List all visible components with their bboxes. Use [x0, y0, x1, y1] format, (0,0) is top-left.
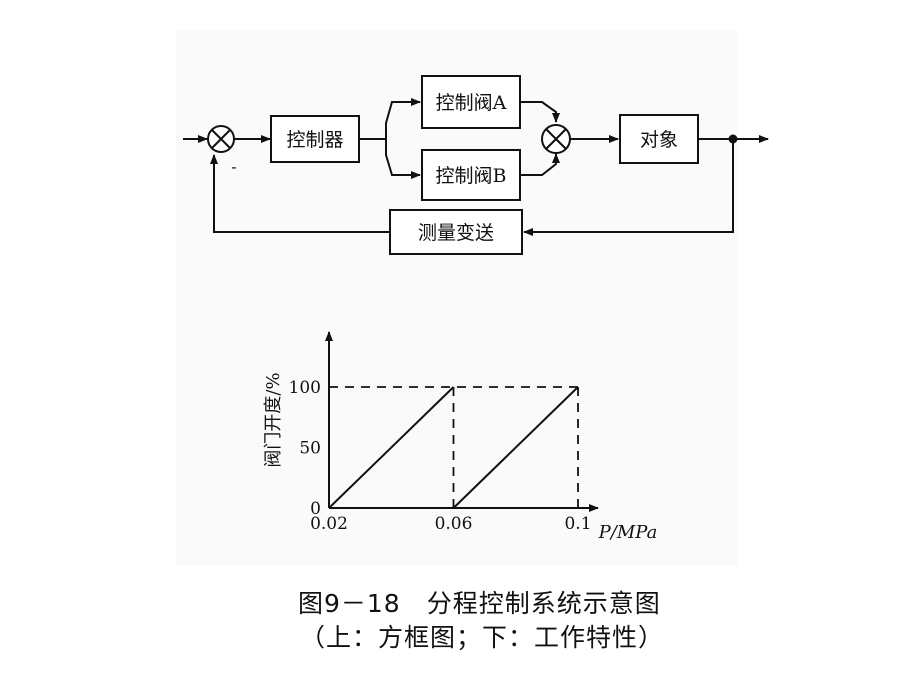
reference-lines: [329, 386, 579, 508]
valve-b-output: [520, 153, 560, 176]
caption-title: 图9－18 分程控制系统示意图: [298, 589, 661, 618]
measurement-block: [389, 209, 523, 255]
y-tick-label: 0: [310, 499, 321, 519]
caption-subtitle: （上：方框图；下：工作特性）: [300, 623, 665, 652]
series-line-1: [328, 386, 455, 509]
x-tick-label: 0.1: [564, 514, 591, 534]
y-tick-label: 100: [289, 378, 321, 398]
valve-a-output: [520, 101, 560, 123]
valve-a-block: [421, 75, 521, 129]
minus-sign: -: [231, 157, 236, 176]
process-block: [619, 114, 699, 164]
valve-b-block: [421, 149, 521, 201]
x-tick-labels: 0.02 0.06 0.1: [310, 514, 591, 534]
y-axis-label: 阀门开度/%: [263, 372, 284, 467]
series-group: [328, 386, 579, 509]
process-label: 对象: [640, 129, 678, 151]
controller-label: 控制器: [286, 129, 343, 151]
feedback-to-junction: [210, 154, 390, 233]
summing-junction-2: [541, 124, 571, 154]
series-line-2: [452, 386, 579, 509]
x-tick-label: 0.06: [435, 514, 473, 534]
block-labels: 控制器 控制阀A 控制阀B 对象 测量变送 -: [231, 92, 678, 244]
summing-junction-1: [207, 125, 235, 153]
branch-to-valve-a: [385, 98, 421, 139]
measurement-label: 测量变送: [418, 222, 494, 244]
valve-b-label: 控制阀B: [436, 165, 507, 187]
y-tick-label: 50: [299, 439, 321, 459]
x-tick-label: 0.02: [310, 514, 348, 534]
valve-a-label: 控制阀A: [436, 92, 507, 114]
branch-to-valve-b: [385, 139, 421, 179]
block-diagram: [183, 75, 769, 255]
x-axis-label: P/MPa: [598, 522, 658, 543]
y-tick-labels: 0 50 100: [289, 378, 321, 519]
feedback-to-measure: [523, 139, 734, 236]
characteristic-chart: 0 50 100 0.02 0.06 0.1 阀门开度/% P/MPa: [263, 331, 658, 543]
